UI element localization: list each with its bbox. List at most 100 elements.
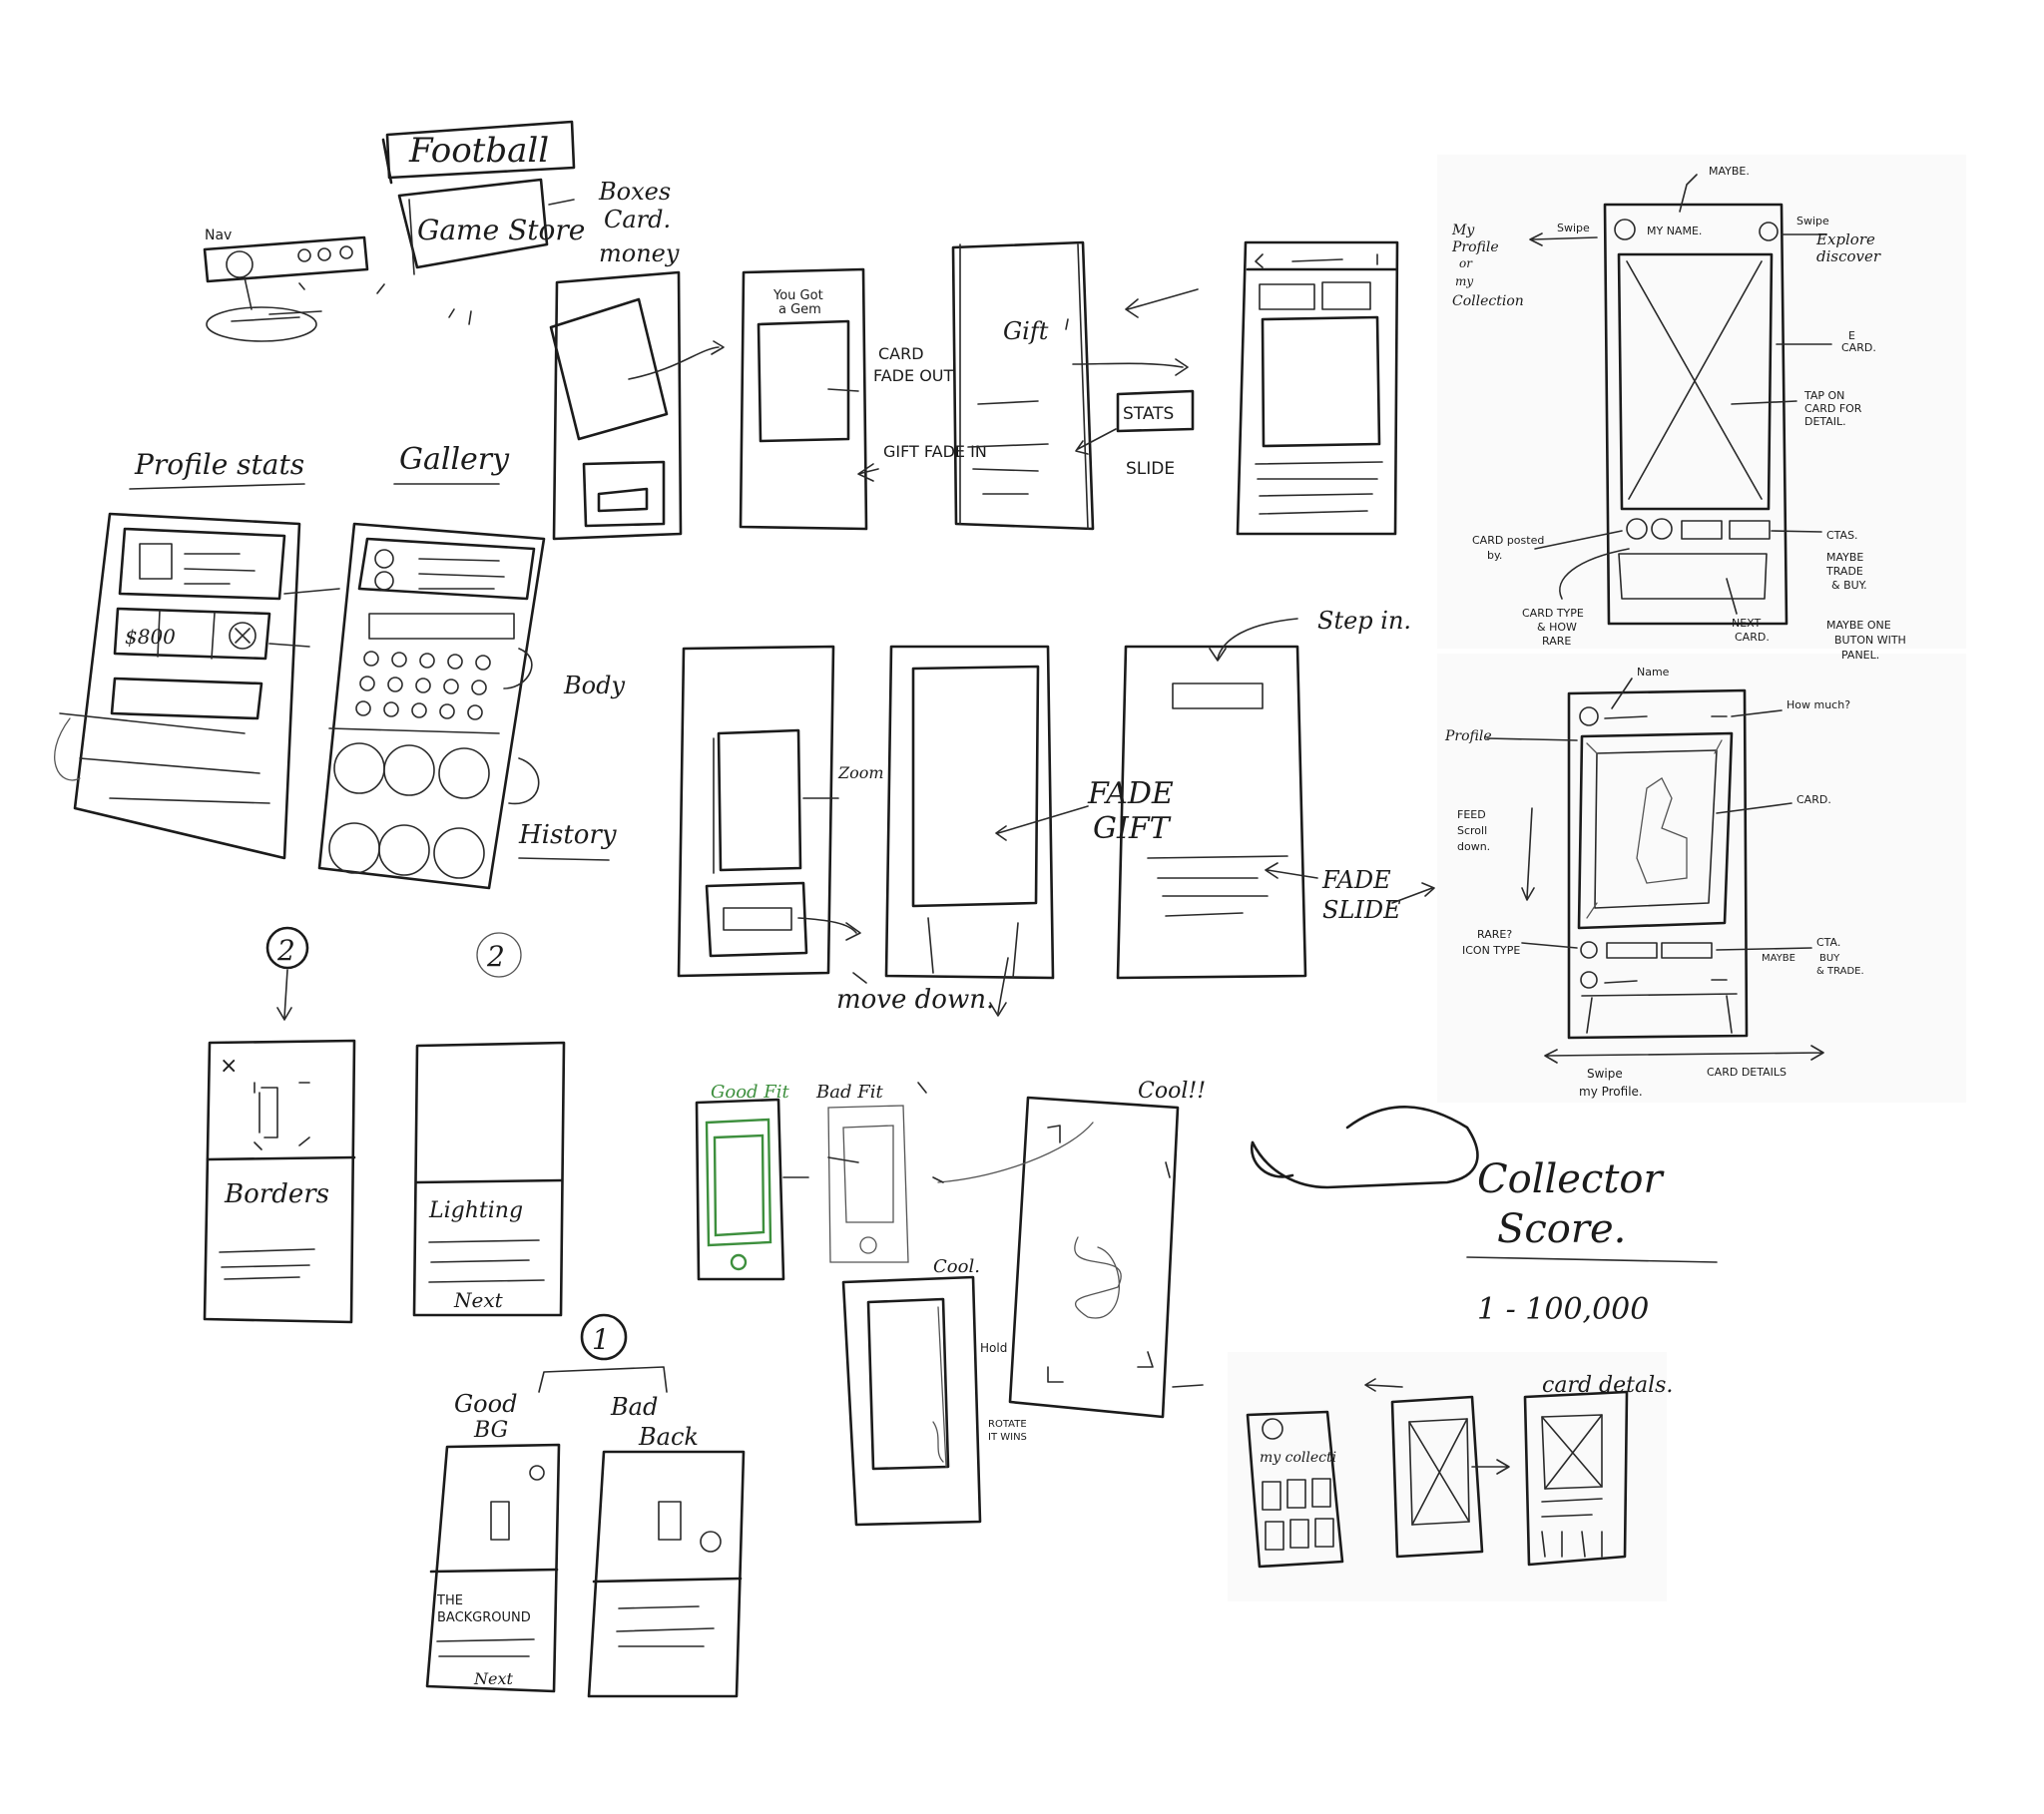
label-card-feed: CARD. xyxy=(1796,793,1831,806)
label-score-range: 1 - 100,000 xyxy=(1477,1292,1649,1327)
card-preview-screen-sketch xyxy=(1364,1378,1510,1559)
label-zoom: Zoom xyxy=(837,763,884,782)
label-swipe-right: Swipe xyxy=(1796,215,1829,227)
label-how: & HOW xyxy=(1537,621,1577,634)
label-feed: FEED xyxy=(1457,808,1486,821)
label-stats: STATS xyxy=(1123,404,1174,424)
label-e: E xyxy=(1848,329,1855,342)
label-card-type: CARD TYPE xyxy=(1522,607,1584,620)
label-the: THE xyxy=(436,1593,463,1608)
bad-fit-screen-sketch: Bad Fit xyxy=(815,1082,909,1263)
step-two-marker: 2 xyxy=(265,926,309,1021)
football-header-sketch: Football Game Store Boxes Card. money xyxy=(381,120,680,275)
label-maybe-trade-3: & BUY. xyxy=(1831,579,1867,592)
label-maybe-mid: MAYBE xyxy=(1762,953,1795,964)
main-card-screen-sketch: MY NAME. MAYBE. Swipe My Profile or my C… xyxy=(1451,165,1906,662)
label-hold: Hold xyxy=(980,1341,1007,1355)
hold-screen-sketch: Cool. Hold ROTATE IT WINS xyxy=(841,1256,1027,1527)
label-my-collection: my collecti xyxy=(1260,1450,1336,1466)
paper-panel-top xyxy=(1437,155,1966,649)
label-card-details-right: CARD DETAILS xyxy=(1707,1066,1787,1079)
feed-card-screen-sketch: Name How much? Profile CARD. FEED Scroll… xyxy=(1444,666,1864,1099)
label-profile-stats: Profile stats xyxy=(134,448,304,481)
label-profile-top: Profile xyxy=(1451,239,1499,255)
label-game-store: Game Store xyxy=(417,214,585,246)
card-details-screen-sketch: card detals. xyxy=(1523,1373,1673,1567)
label-lighting: Lighting xyxy=(428,1198,523,1223)
label-my-profile-bottom: my Profile. xyxy=(1579,1085,1643,1099)
label-slide: SLIDE xyxy=(1126,459,1175,479)
label-swipe-left: Swipe xyxy=(1557,222,1590,234)
label-circle-two-right: 2 xyxy=(486,940,505,973)
close-circle-icon xyxy=(700,1531,722,1553)
label-football: Football xyxy=(408,131,549,171)
step-one-marker: 1 xyxy=(538,1313,668,1393)
label-maybe-top: MAYBE. xyxy=(1709,165,1750,178)
card-box-screen-sketch xyxy=(549,270,725,541)
label-rotate: ROTATE xyxy=(988,1419,1027,1430)
label-move-down: move down. xyxy=(836,985,994,1015)
label-next-good-bg: Next xyxy=(473,1669,513,1688)
label-name: Name xyxy=(1637,666,1670,679)
label-rare-q: RARE? xyxy=(1477,928,1512,941)
stats-screen-sketch xyxy=(1236,240,1399,536)
fade-gift-screen-sketch: FADE GIFT move down. xyxy=(836,645,1174,1017)
body-icon-grid xyxy=(355,651,491,720)
label-explore: Explore xyxy=(1815,230,1875,248)
label-borders: Borders xyxy=(224,1179,329,1209)
label-next-card-2: CARD. xyxy=(1735,631,1770,644)
label-back: Back xyxy=(638,1423,699,1451)
label-fade-slide-fade: FADE xyxy=(1321,866,1391,894)
label-next-card-1: NEXT xyxy=(1732,617,1762,630)
profile-icon xyxy=(1614,219,1636,240)
label-or: or xyxy=(1459,256,1473,270)
label-how-much: How much? xyxy=(1787,698,1850,711)
label-buy: BUY xyxy=(1819,953,1840,964)
nav-bar-sketch: Nav xyxy=(203,227,385,342)
label-maybe-one-3: PANEL. xyxy=(1841,649,1879,662)
bad-back-screen-sketch: Bad Back xyxy=(587,1393,746,1698)
label-step-in: Step in. xyxy=(1317,607,1411,635)
gift-screen-sketch: Gift STATS SLIDE xyxy=(951,240,1199,531)
label-a-gem: a Gem xyxy=(778,302,821,317)
explore-icon xyxy=(1759,222,1779,241)
label-maybe-trade-1: MAYBE xyxy=(1826,551,1863,564)
label-my-2: my xyxy=(1455,274,1473,288)
label-money: money xyxy=(599,239,680,267)
label-card-for: CARD FOR xyxy=(1804,402,1862,415)
label-cool-small: Cool. xyxy=(933,1256,980,1277)
nav-dot-icon xyxy=(297,248,311,262)
label-fade-gift-gift: GIFT xyxy=(1093,811,1172,846)
collector-score-sketch: Collector Score. 1 - 100,000 xyxy=(1250,1106,1718,1327)
label-fade-out: FADE OUT xyxy=(873,366,954,385)
label-bad-fit: Bad Fit xyxy=(815,1082,883,1103)
label-price: $800 xyxy=(125,625,176,649)
cool-screen-sketch: Cool!! xyxy=(932,1079,1206,1419)
label-fade: FADE xyxy=(1087,776,1174,811)
label-detail: DETAIL. xyxy=(1804,415,1846,428)
label-maybe-trade-2: TRADE xyxy=(1825,565,1863,578)
svg-text:×: × xyxy=(220,1054,238,1079)
label-card-top: CARD. xyxy=(1841,341,1876,354)
label-cool-top: Cool!! xyxy=(1138,1079,1206,1104)
label-next-lighting: Next xyxy=(453,1288,504,1312)
label-card-fade: CARD xyxy=(878,344,924,363)
label-maybe-one-2: BUTON WITH xyxy=(1834,634,1906,647)
label-down: down. xyxy=(1457,840,1490,853)
my-collection-screen-sketch: my collecti xyxy=(1246,1410,1344,1569)
label-tap-on: TAP ON xyxy=(1803,389,1844,402)
step-in-screen-sketch: Step in. FADE SLIDE xyxy=(1116,607,1435,980)
label-background: BACKGROUND xyxy=(437,1610,531,1625)
you-got-a-gem-screen-sketch: You Got a Gem CARD FADE OUT GIFT FADE IN xyxy=(739,267,987,531)
label-good-fit: Good Fit xyxy=(711,1082,790,1103)
good-fit-screen-sketch: Good Fit xyxy=(695,1082,809,1281)
label-body: Body xyxy=(563,672,625,699)
label-ctas: CTAS. xyxy=(1826,529,1858,542)
zoom-screen-sketch: Zoom xyxy=(677,645,884,984)
label-and-trade: & TRADE. xyxy=(1816,966,1864,977)
label-collection: Collection xyxy=(1452,293,1524,309)
step-two-marker-right: 2 xyxy=(476,932,522,978)
label-gift: Gift xyxy=(1003,317,1049,345)
label-bg: BG xyxy=(473,1418,508,1443)
